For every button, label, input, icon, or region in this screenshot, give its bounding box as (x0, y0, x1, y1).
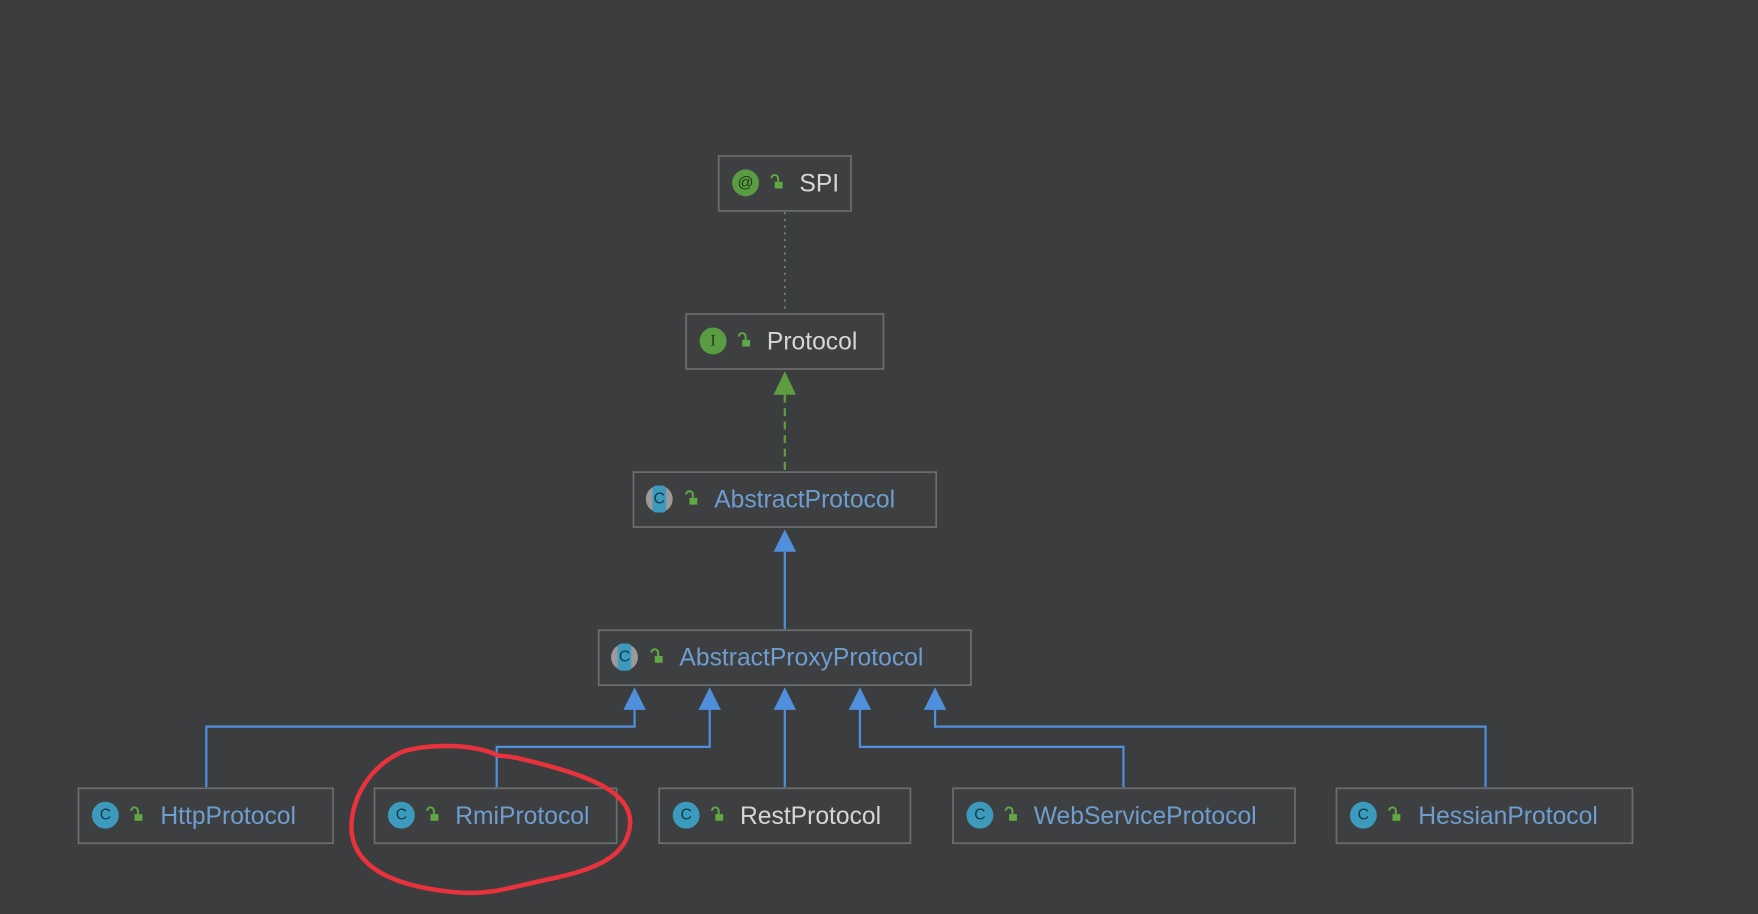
node-protocol[interactable]: I Protocol (685, 313, 885, 370)
class-icon (387, 801, 415, 829)
class-icon (966, 801, 994, 829)
class-icon (672, 801, 700, 829)
node-label: HttpProtocol (160, 803, 296, 830)
node-abstract-proxy-protocol[interactable]: C AbstractProxyProtocol (597, 629, 972, 686)
svg-text:C: C (680, 807, 691, 824)
node-label: RmiProtocol (455, 803, 589, 830)
node-webservice-protocol[interactable]: C WebServiceProtocol (952, 787, 1296, 845)
node-label: AbstractProtocol (714, 487, 895, 514)
extends-arrow (698, 687, 721, 710)
extends-arrow (848, 687, 872, 710)
extends-edge-http (205, 708, 636, 788)
node-abstract-protocol[interactable]: C AbstractProtocol (632, 471, 938, 528)
extends-arrow (773, 529, 797, 552)
svg-text:C: C (619, 649, 630, 666)
node-label: AbstractProxyProtocol (679, 645, 923, 672)
interface-icon (699, 327, 727, 355)
node-label: Protocol (767, 329, 857, 356)
svg-text:C: C (100, 807, 111, 824)
svg-text:C: C (396, 807, 407, 824)
extends-arrow (923, 687, 947, 710)
node-label: SPI (799, 170, 839, 197)
node-hessian-protocol[interactable]: C HessianProtocol (1335, 787, 1634, 845)
extends-arrow (773, 687, 797, 710)
extends-edge-webservice (858, 708, 1125, 788)
highlight-circle (349, 743, 633, 896)
class-icon (91, 801, 119, 829)
node-spi[interactable]: @ SPI (717, 155, 852, 212)
svg-text:@: @ (738, 174, 754, 191)
extends-edge-hessian (933, 708, 1487, 788)
svg-text:I: I (710, 332, 715, 349)
node-rmi-protocol[interactable]: C RmiProtocol (373, 787, 618, 845)
extends-arrow (623, 687, 646, 710)
node-label: HessianProtocol (1418, 803, 1598, 830)
node-http-protocol[interactable]: C HttpProtocol (77, 787, 334, 845)
svg-text:C: C (1358, 807, 1369, 824)
node-label: RestProtocol (740, 803, 881, 830)
class-icon (1349, 801, 1377, 829)
svg-text:C: C (974, 807, 985, 824)
implements-arrow (773, 371, 797, 395)
node-label: WebServiceProtocol (1034, 803, 1257, 830)
svg-text:C: C (654, 491, 665, 508)
node-rest-protocol[interactable]: C RestProtocol (658, 787, 912, 845)
annotation-icon (732, 169, 760, 197)
extends-edge-rmi (495, 708, 711, 788)
